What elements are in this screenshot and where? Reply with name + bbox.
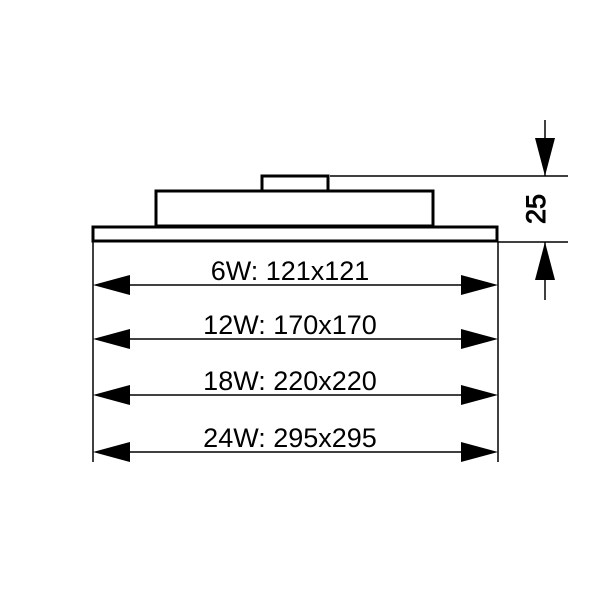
size-arrow-left xyxy=(93,275,130,295)
height-arrow-down xyxy=(535,138,555,176)
size-dimension-label: 18W: 220x220 xyxy=(203,366,377,396)
size-dimension-row-3: 24W: 295x295 xyxy=(93,423,498,462)
height-arrow-up xyxy=(535,242,555,280)
size-arrow-right xyxy=(461,329,498,349)
size-dimension-label: 12W: 170x170 xyxy=(203,310,377,340)
size-dimension-row-1: 12W: 170x170 xyxy=(93,310,498,349)
fixture-panel-plate xyxy=(91,225,499,243)
height-dimension: 25 xyxy=(330,120,568,300)
size-arrow-left xyxy=(93,442,130,462)
height-value-label: 25 xyxy=(521,194,551,224)
size-dimension-row-0: 6W: 121x121 xyxy=(93,256,498,295)
size-arrow-left xyxy=(93,329,130,349)
size-arrow-left xyxy=(93,385,130,405)
size-arrow-right xyxy=(461,275,498,295)
fixture-profile xyxy=(91,174,499,243)
size-dimension-label: 24W: 295x295 xyxy=(203,423,377,453)
size-arrow-right xyxy=(461,385,498,405)
size-arrow-right xyxy=(461,442,498,462)
size-dimension-label: 6W: 121x121 xyxy=(211,256,370,286)
size-dimension-row-2: 18W: 220x220 xyxy=(93,366,498,405)
width-extension-lines xyxy=(92,242,499,462)
fixture-driver-body xyxy=(154,189,435,228)
fixture-top-cap xyxy=(260,174,330,193)
